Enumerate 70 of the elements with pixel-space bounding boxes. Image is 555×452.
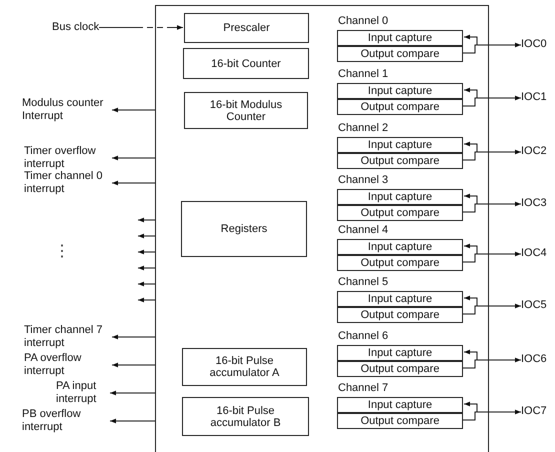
signal-label: Timer channel 0 interrupt <box>24 170 110 196</box>
arrow <box>138 266 156 270</box>
arrow <box>112 180 156 186</box>
pin-label: IOC0 <box>521 38 555 52</box>
arrow <box>462 304 522 314</box>
arrow <box>462 42 522 54</box>
arrow <box>138 282 156 286</box>
channel-heading: Channel 7 <box>338 382 388 395</box>
function-block: 16-bit Pulse accumulator A <box>182 348 307 386</box>
arrow <box>138 218 156 222</box>
channel-heading: Channel 2 <box>338 122 388 135</box>
register-row: Output compare <box>337 307 463 323</box>
register-row: Input capture <box>337 83 463 99</box>
arrow <box>462 410 522 420</box>
pin-label: IOC1 <box>521 91 555 105</box>
pin-label: IOC4 <box>521 247 555 261</box>
arrow <box>112 362 156 368</box>
pin-label: IOC6 <box>521 353 555 367</box>
signal-label: Modulus counter Interrupt <box>22 97 110 123</box>
register-row: Input capture <box>337 291 463 307</box>
function-block: Prescaler <box>184 13 309 43</box>
arrow <box>462 150 522 160</box>
arrow <box>112 156 156 160</box>
register-row: Output compare <box>337 205 463 221</box>
arrow <box>112 108 156 112</box>
signal-label: Timer channel 7 interrupt <box>24 324 110 350</box>
pin-label: IOC2 <box>521 145 555 159</box>
channel-heading: Channel 4 <box>338 224 388 237</box>
function-block: 16-bit Counter <box>183 48 309 79</box>
register-row: Input capture <box>337 397 463 413</box>
pin-label: IOC3 <box>521 197 555 211</box>
arrow <box>112 334 156 340</box>
register-row: Output compare <box>337 255 463 271</box>
signal-label: PB overflow interrupt <box>22 408 108 434</box>
signal-label: PA input interrupt <box>56 380 108 406</box>
register-row: Output compare <box>337 153 463 169</box>
arrow <box>462 358 522 368</box>
function-block: Registers <box>181 201 307 257</box>
arrow <box>138 234 156 238</box>
pin-label: IOC7 <box>521 405 555 419</box>
signal-label: Bus clock <box>52 21 100 34</box>
register-row: Output compare <box>337 46 463 62</box>
signal-label: PA overflow interrupt <box>24 352 110 378</box>
pin-label: IOC5 <box>521 299 555 313</box>
channel-heading: Channel 0 <box>338 15 388 28</box>
register-row: Output compare <box>337 99 463 115</box>
ellipsis-mark: ⋮ <box>54 243 70 261</box>
arrow <box>110 390 156 396</box>
function-block: 16-bit Pulse accumulator B <box>182 397 309 436</box>
channel-heading: Channel 5 <box>338 276 388 289</box>
register-row: Input capture <box>337 239 463 255</box>
arrow <box>98 25 184 30</box>
register-row: Input capture <box>337 137 463 153</box>
channel-heading: Channel 6 <box>338 330 388 343</box>
arrow <box>462 252 522 262</box>
arrow <box>462 96 522 106</box>
channel-heading: Channel 3 <box>338 174 388 187</box>
arrow <box>462 202 522 212</box>
signal-label: Timer overflow interrupt <box>24 145 110 171</box>
register-row: Input capture <box>337 345 463 361</box>
arrow <box>110 418 156 424</box>
register-row: Input capture <box>337 189 463 205</box>
function-block: 16-bit Modulus Counter <box>184 92 308 129</box>
timer-module-block <box>155 5 489 452</box>
register-row: Output compare <box>337 361 463 377</box>
arrow <box>138 298 156 302</box>
register-row: Output compare <box>337 413 463 429</box>
register-row: Input capture <box>337 30 463 46</box>
arrow <box>138 250 156 254</box>
channel-heading: Channel 1 <box>338 68 388 81</box>
